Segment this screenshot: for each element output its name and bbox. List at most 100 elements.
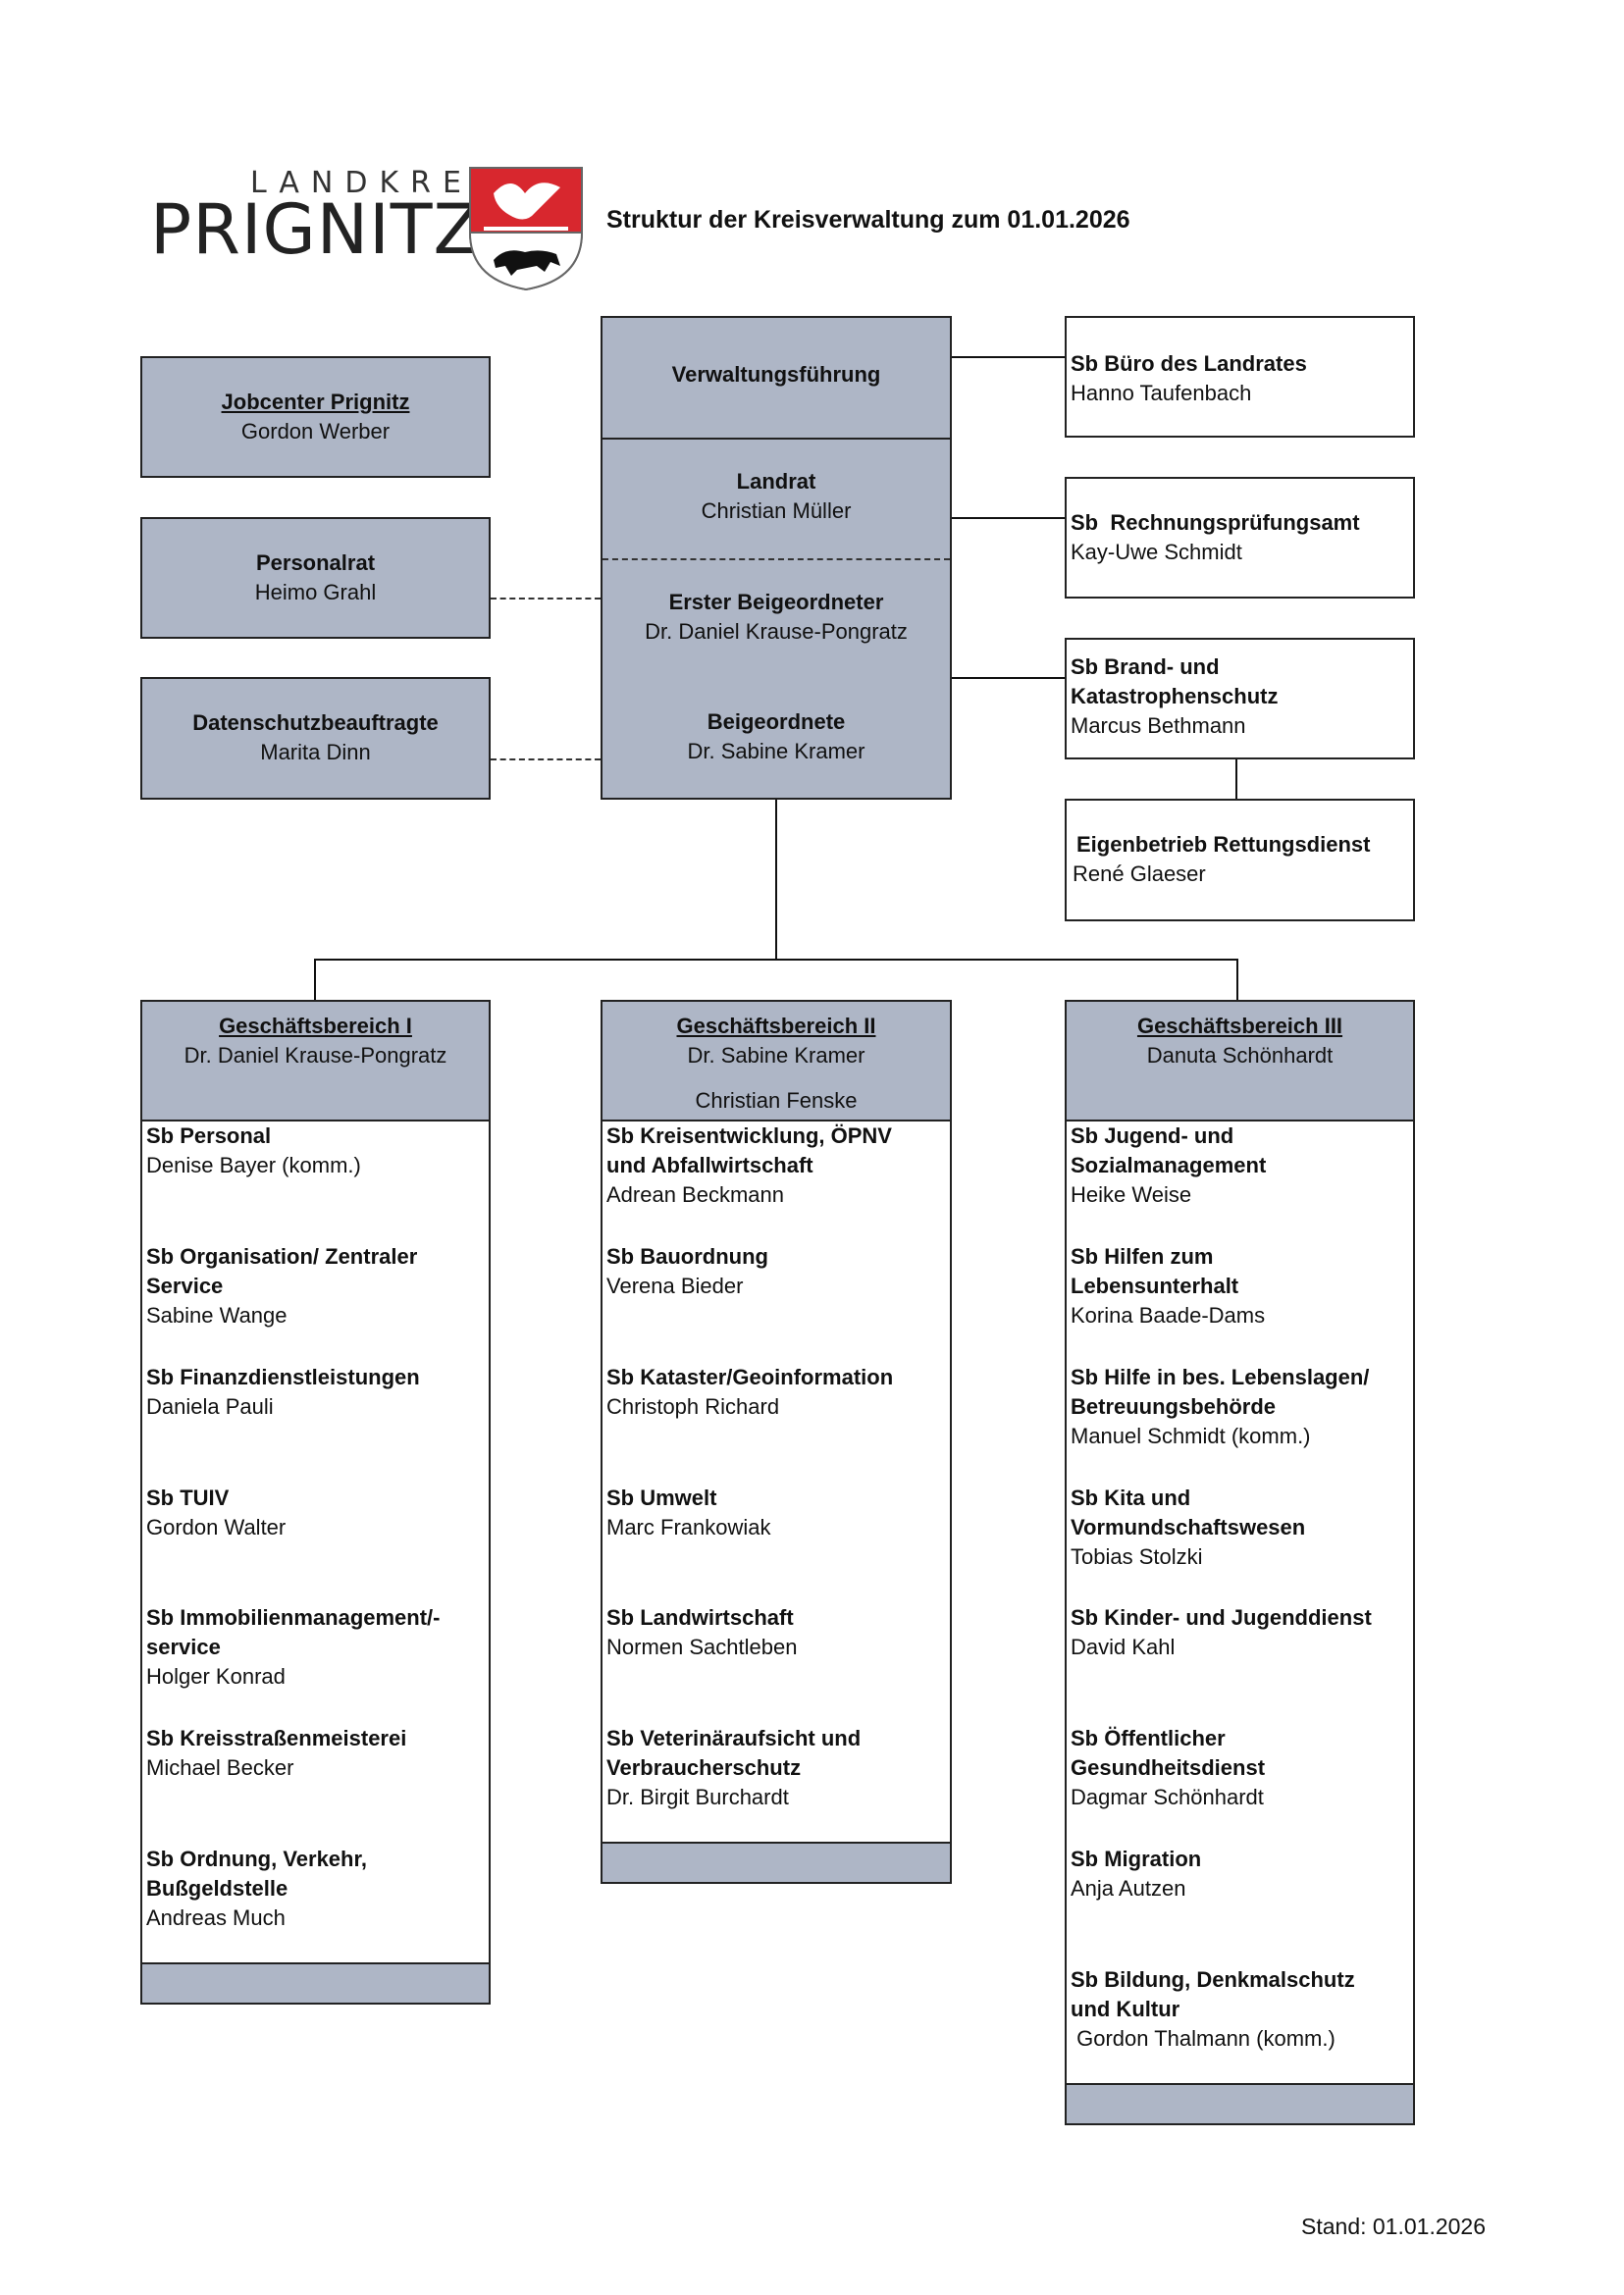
gb2-item-1: Sb Kreisentwicklung, ÖPNV und Abfallwirt… [606,1121,946,1210]
connector-personalrat [491,598,601,600]
datenschutz-name: Marita Dinn [260,740,371,764]
beigeordnete-title: Beigeordnete [707,709,846,734]
logo: LANDKREIS PRIGNITZ [142,162,584,294]
gb3-header: Geschäftsbereich III Danuta Schönhardt [1067,1002,1413,1121]
gb3-item-2: Sb Hilfen zum Lebensunterhalt Korina Baa… [1071,1242,1409,1330]
gb2-item-title: Sb Landwirtschaft [606,1605,794,1630]
gb2-item-title: Sb Umwelt [606,1486,717,1510]
rechnungspruefung-name: Kay-Uwe Schmidt [1071,540,1242,564]
jobcenter-name: Gordon Werber [240,419,391,443]
rechnungspruefung-title: Sb Rechnungsprüfungsamt [1071,510,1360,535]
jobcenter-title[interactable]: Jobcenter Prignitz [221,390,410,414]
datenschutz-box: Datenschutzbeauftragte Marita Dinn [140,677,491,800]
gb3-item-name: David Kahl [1071,1635,1176,1659]
gb2-header: Geschäftsbereich II Dr. Sabine Kramer Ch… [602,1002,950,1121]
gb2-item-name: Dr. Birgit Burchardt [606,1785,789,1809]
gb1-item-name: Holger Konrad [146,1664,286,1689]
gb2-footer-bar [602,1842,950,1882]
gb3-item-title: Sb Hilfe in bes. Lebenslagen/ Betreuungs… [1071,1365,1370,1419]
erster-beigeordneter-name: Dr. Daniel Krause-Pongratz [645,619,908,644]
gb1-item-name: Sabine Wange [146,1303,288,1328]
gb3-item-name: Gordon Thalmann (komm.) [1071,2026,1336,2051]
gb1-item-5: Sb Immobilienmanagement/- service Holger… [146,1603,485,1692]
gb3-footer-bar [1067,2083,1413,2123]
gb1-name: Dr. Daniel Krause-Pongratz [183,1043,447,1068]
gb1-item-name: Daniela Pauli [146,1394,274,1419]
gb1-item-title: Sb Ordnung, Verkehr, Bußgeldstelle [146,1847,367,1901]
gb2-title[interactable]: Geschäftsbereich II [676,1014,876,1038]
gb3-item-name: Heike Weise [1071,1182,1192,1207]
gb2-item-title: Sb Veterinäraufsicht und Verbraucherschu… [606,1726,862,1780]
gb3-item-title: Sb Öffentlicher Gesundheitsdienst [1071,1726,1266,1780]
gb2-item-title: Sb Bauordnung [606,1244,768,1269]
gb1-item-title: Sb Organisation/ Zentraler Service [146,1244,418,1298]
brandschutz-title: Sb Brand- und Katastrophenschutz [1071,654,1279,708]
gb2-item-name: Normen Sachtleben [606,1635,798,1659]
logo-prignitz-text: PRIGNITZ [150,189,482,270]
brandschutz-name: Marcus Bethmann [1071,713,1246,738]
gb3-item-3: Sb Hilfe in bes. Lebenslagen/ Betreuungs… [1071,1363,1409,1451]
datenschutz-title: Datenschutzbeauftragte [192,710,439,735]
verwaltungsfuehrung-box: Verwaltungsführung Landrat Christian Mül… [601,316,952,800]
gb1-item-3: Sb Finanzdienstleistungen Daniela Pauli [146,1363,485,1422]
rechnungspruefung-box: Sb Rechnungsprüfungsamt Kay-Uwe Schmidt [1065,477,1415,599]
gb3-item-title: Sb Bildung, Denkmalschutz und Kultur [1071,1967,1355,2021]
gb2-item-title: Sb Kreisentwicklung, ÖPNV und Abfallwirt… [606,1123,892,1177]
personalrat-title: Personalrat [255,550,376,575]
gb1-item-name: Andreas Much [146,1905,286,1930]
gb1-item-title: Sb Finanzdienstleistungen [146,1365,420,1389]
landrat-block: Landrat Christian Müller [602,467,950,526]
gb2-item-2: Sb Bauordnung Verena Bieder [606,1242,946,1301]
gb2-name-2: Christian Fenske [695,1088,858,1113]
dashed-divider [602,558,950,560]
gb2-item-name: Christoph Richard [606,1394,780,1419]
landrat-name: Christian Müller [701,498,852,523]
gb2-item-name: Verena Bieder [606,1274,744,1298]
connector-horizontal [314,959,1238,961]
gb3-item-5: Sb Kinder- und Jugenddienst David Kahl [1071,1603,1409,1662]
coat-of-arms-icon [468,167,584,291]
gb1-footer-bar [142,1962,489,2003]
gb1-item-title: Sb Immobilienmanagement/- service [146,1605,441,1659]
connector-gb3 [1236,959,1238,1000]
gb1-item-name: Denise Bayer (komm.) [146,1153,361,1177]
gb2-item-name: Adrean Beckmann [606,1182,784,1207]
gb1-item-6: Sb Kreisstraßenmeisterei Michael Becker [146,1724,485,1783]
gb1-item-7: Sb Ordnung, Verkehr, Bußgeldstelle Andre… [146,1845,485,1933]
gb3-item-4: Sb Kita und Vormundschaftswesen Tobias S… [1071,1484,1409,1572]
erster-beigeordneter-title: Erster Beigeordneter [668,590,884,614]
gb3-item-name: Manuel Schmidt (komm.) [1071,1424,1311,1448]
gb1-item-1: Sb Personal Denise Bayer (komm.) [146,1121,485,1180]
beigeordnete-name: Dr. Sabine Kramer [687,739,865,763]
gb2-name: Dr. Sabine Kramer [687,1043,865,1068]
personalrat-name: Heimo Grahl [254,580,377,604]
gb2-item-4: Sb Umwelt Marc Frankowiak [606,1484,946,1542]
logo-landkreis-text: LANDKREIS [250,166,524,200]
gb2-item-name: Marc Frankowiak [606,1515,771,1539]
page-title: Struktur der Kreisverwaltung zum 01.01.2… [606,206,1130,234]
stand-date: Stand: 01.01.2026 [1301,2214,1486,2239]
gb2-column: Geschäftsbereich II Dr. Sabine Kramer Ch… [601,1000,952,1884]
gb3-title[interactable]: Geschäftsbereich III [1136,1014,1343,1038]
rettungsdienst-title: Eigenbetrieb Rettungsdienst [1076,832,1371,857]
gb3-item-title: Sb Jugend- und Sozialmanagement [1071,1123,1267,1177]
gb1-item-name: Gordon Walter [146,1515,287,1539]
gb1-item-4: Sb TUIV Gordon Walter [146,1484,485,1542]
gb1-item-name: Michael Becker [146,1755,294,1780]
gb1-title[interactable]: Geschäftsbereich I [219,1014,412,1038]
gb1-item-title: Sb Personal [146,1123,272,1148]
gb1-column: Geschäftsbereich I Dr. Daniel Krause-Pon… [140,1000,491,2005]
connector-gb1 [314,959,316,1000]
brandschutz-box: Sb Brand- und Katastrophenschutz Marcus … [1065,638,1415,759]
erster-beigeordneter-block: Erster Beigeordneter Dr. Daniel Krause-P… [602,588,950,647]
gb1-item-title: Sb Kreisstraßenmeisterei [146,1726,407,1750]
gb1-header: Geschäftsbereich I Dr. Daniel Krause-Pon… [142,1002,489,1121]
rettungsdienst-box: Eigenbetrieb Rettungsdienst René Glaeser [1065,799,1415,921]
divider [602,438,950,440]
gb3-item-title: Sb Kita und Vormundschaftswesen [1071,1486,1306,1539]
gb2-item-3: Sb Kataster/Geoinformation Christoph Ric… [606,1363,946,1422]
gb3-item-8: Sb Bildung, Denkmalschutz und Kultur Gor… [1071,1965,1409,2054]
gb3-item-6: Sb Öffentlicher Gesundheitsdienst Dagmar… [1071,1724,1409,1812]
connector-rpa [950,517,1065,519]
gb3-item-title: Sb Kinder- und Jugenddienst [1071,1605,1372,1630]
